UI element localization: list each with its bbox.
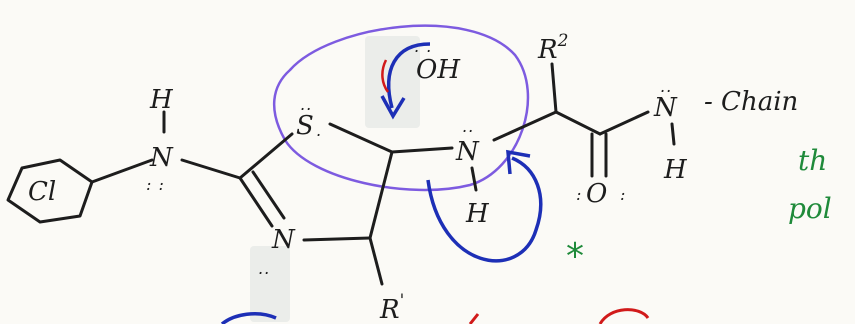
bond-ring-n — [90, 158, 154, 184]
red-arrow-stroke — [381, 59, 390, 93]
blue-arrow-nh-loop — [426, 156, 543, 263]
bond-ch-c — [368, 150, 394, 240]
atom-r2: R2 — [537, 31, 568, 65]
bond-c-n-double-2 — [251, 170, 286, 220]
lone-pair-n-thio: : : — [146, 175, 165, 194]
atom-h-ring: H — [465, 199, 490, 229]
atom-n-amide: N — [653, 93, 678, 123]
note-line-2: pol — [788, 192, 832, 225]
bond-ch-r1 — [368, 236, 384, 286]
green-star-icon: * — [566, 236, 584, 277]
purple-circle — [272, 24, 530, 192]
atom-h-top: H — [149, 85, 174, 115]
lone-pair-s-top: .. — [300, 95, 312, 114]
lone-pair-n-imine: .. — [258, 259, 270, 278]
bond-c-n-double-1 — [238, 176, 274, 228]
atom-h-amide: H — [663, 155, 688, 185]
lone-pair-oh: . . — [414, 37, 432, 56]
lone-pair-carbonyl-o: : — [576, 185, 582, 204]
blue-arc-bottom-left — [220, 311, 277, 324]
tape-top — [365, 36, 420, 128]
atom-r1: R' — [379, 291, 404, 324]
lone-pair-carbonyl-o-right: : — [620, 185, 626, 204]
bond-n-h-ring — [470, 166, 478, 192]
benzene-ring-icon — [6, 158, 94, 224]
label-chain: - Chain — [704, 87, 798, 117]
note-line-1: th — [798, 144, 827, 177]
bond-c-n-ring — [390, 146, 454, 154]
benzene-inner-label: Cl — [28, 177, 56, 207]
bond-n-h-amide — [670, 122, 676, 146]
bond-n-c — [180, 158, 242, 180]
atom-n-imine: N — [271, 225, 296, 255]
lone-pair-n-amide: .. — [660, 77, 672, 96]
bond-c-s — [238, 132, 294, 180]
bond-ca-co — [554, 110, 602, 136]
atom-carbonyl-o: O — [586, 179, 607, 209]
bond-ca-r2 — [550, 62, 558, 114]
tape-bottom — [250, 246, 290, 322]
bond-co-n — [598, 110, 650, 136]
atom-oh: OH — [416, 55, 461, 85]
red-mark-bottom — [468, 308, 650, 324]
blue-arrow-nh-head — [506, 149, 531, 175]
bond-s-c — [328, 122, 394, 154]
blue-arrow-oh-attack — [387, 42, 431, 109]
atom-s: S — [296, 111, 314, 141]
atom-n-ring: N — [455, 137, 480, 167]
bond-n-ch — [302, 236, 372, 242]
bond-n-ca — [492, 110, 558, 142]
lone-pair-n-ring: .. — [462, 117, 474, 136]
lone-pair-s-right: . — [316, 121, 322, 140]
blue-arrow-oh-head — [380, 95, 406, 120]
atom-n-thio: N — [149, 143, 174, 173]
